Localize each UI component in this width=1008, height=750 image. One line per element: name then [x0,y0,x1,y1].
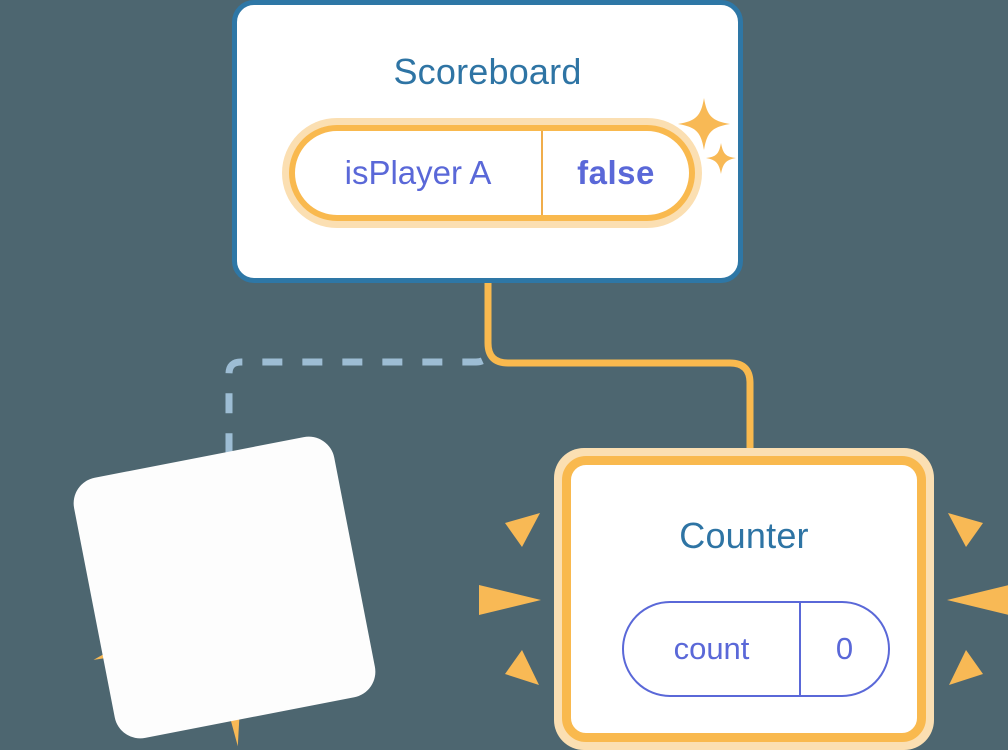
scoreboard-state-pill-inner: isPlayer A false [289,125,695,221]
scoreboard-card[interactable]: Scoreboard isPlayer A false [232,0,743,283]
scoreboard-state-key: isPlayer A [295,131,543,215]
tilted-placeholder-card[interactable] [69,432,380,743]
connector-scoreboard-to-counter [484,283,754,456]
counter-card-inner: Counter count 0 [562,456,926,742]
scoreboard-state-value: false [577,154,655,191]
scoreboard-state-pill[interactable]: isPlayer A false [282,118,702,228]
counter-state-key: count [624,603,801,695]
counter-title: Counter [679,515,809,556]
counter-card[interactable]: Counter count 0 [554,448,934,750]
scoreboard-title: Scoreboard [393,51,582,92]
counter-state-value: 0 [835,631,854,666]
counter-state-pill[interactable]: count 0 [622,601,890,697]
connector-scoreboard-to-tilted-card [225,283,492,470]
